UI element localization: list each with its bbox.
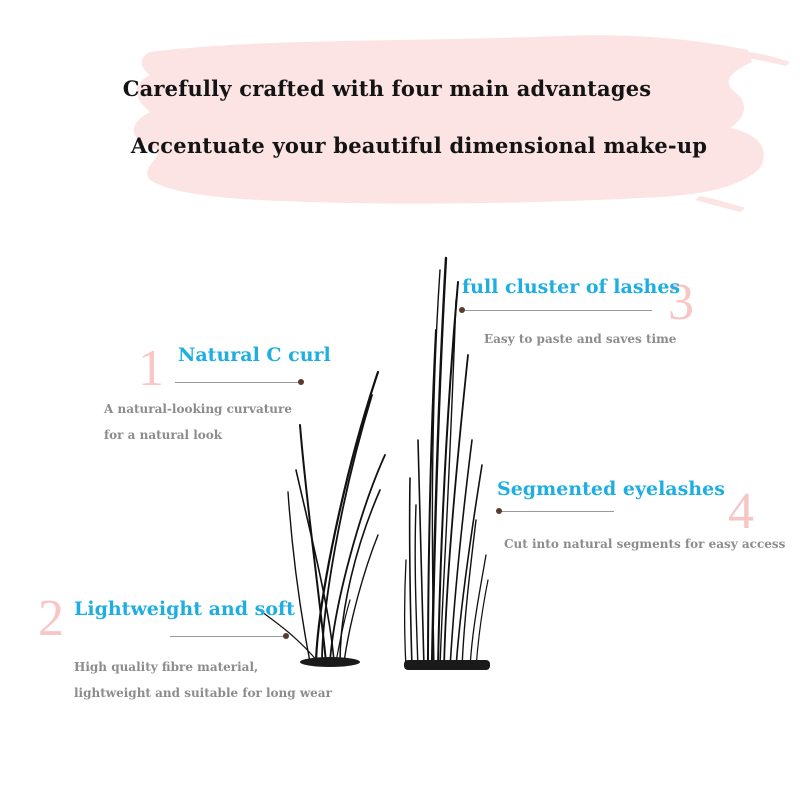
feature-3-leader-dot [459, 307, 465, 313]
feature-1-number: 1 [138, 340, 164, 397]
feature-2-desc-line-2: lightweight and suitable for long wear [74, 686, 332, 700]
feature-2-leader-dot [283, 633, 289, 639]
header-banner [133, 35, 790, 212]
feature-4-desc-line-1: Cut into natural segments for easy acces… [504, 537, 786, 551]
feature-3-desc-line-1: Easy to paste and saves time [484, 332, 677, 346]
feature-4-number: 4 [728, 483, 754, 540]
feature-4-title: Segmented eyelashes [497, 478, 725, 500]
feature-2-leader-line [170, 636, 286, 637]
banner-headline-1: Carefully crafted with four main advanta… [122, 76, 652, 101]
feature-1-leader-line [175, 382, 300, 383]
feature-1-title: Natural C curl [178, 344, 331, 366]
feature-2-desc-line-1: High quality fibre material, [74, 660, 259, 674]
feature-3-title: full cluster of lashes [462, 276, 681, 298]
feature-2-title: Lightweight and soft [74, 598, 295, 620]
feature-1-desc-line-2: for a natural look [104, 428, 223, 442]
lash-cluster-right [403, 256, 490, 670]
feature-3-leader-line [462, 310, 652, 311]
brush-stroke [133, 35, 764, 204]
lash-cluster-left [261, 370, 386, 667]
feature-3-description: Easy to paste and saves time [484, 326, 676, 352]
feature-4-description: Cut into natural segments for easy acces… [504, 531, 785, 557]
banner-headline-2: Accentuate your beautiful dimensional ma… [130, 133, 708, 158]
feature-3-number: 3 [668, 274, 694, 331]
feature-4-leader-dot [496, 508, 502, 514]
feature-1-desc-line-1: A natural-looking curvature [104, 402, 292, 416]
feature-2-number: 2 [38, 590, 64, 647]
feature-4-leader-line [500, 511, 614, 512]
feature-1-description: A natural-looking curvature for a natura… [104, 396, 292, 448]
feature-2-description: High quality fibre material, lightweight… [74, 654, 332, 706]
feature-1-leader-dot [298, 379, 304, 385]
